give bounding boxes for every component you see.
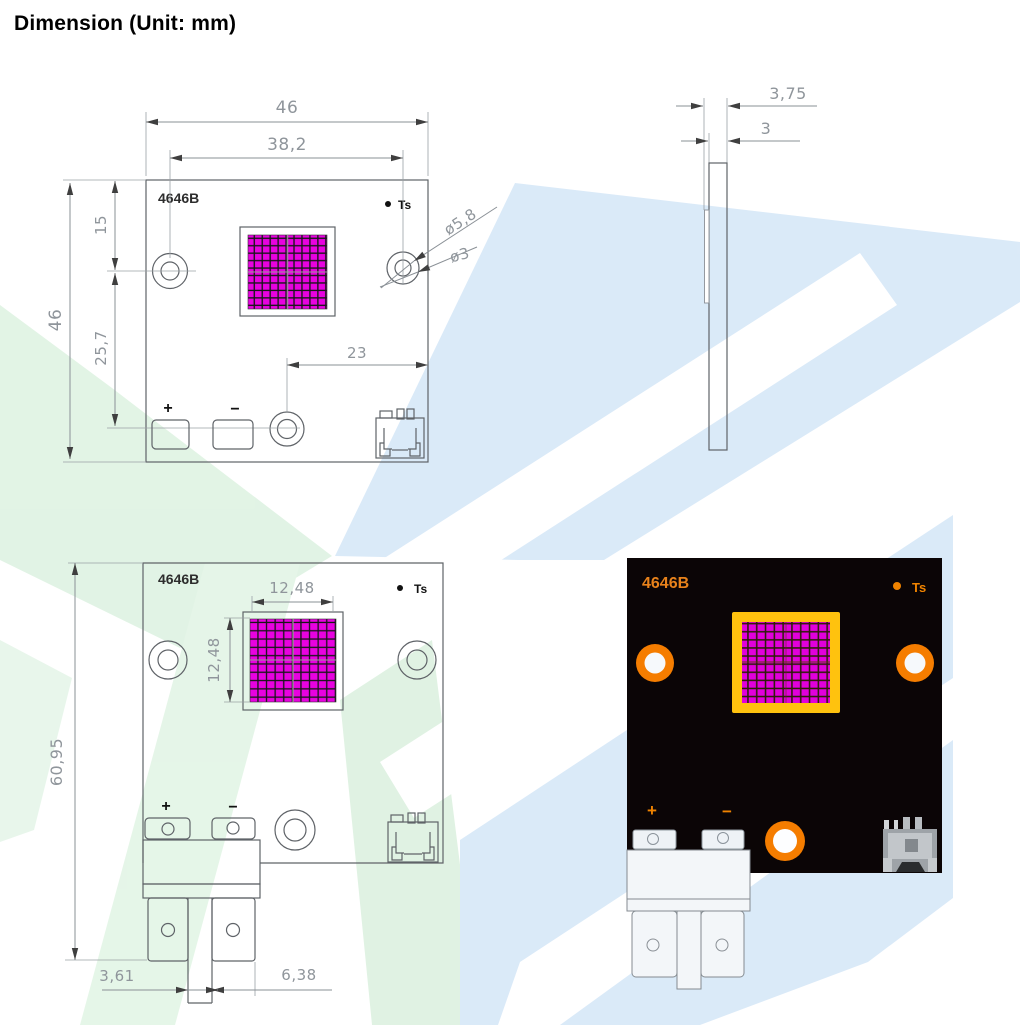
terminal-tab-negative xyxy=(211,817,256,840)
photo-view: 4646B Ts + − xyxy=(626,558,942,990)
dim-total-thickness: 3,75 xyxy=(676,84,817,110)
svg-text:25,7: 25,7 xyxy=(92,330,110,365)
page-title: Dimension (Unit: mm) xyxy=(14,12,237,35)
dim-pad-hole-offset: 23 xyxy=(286,344,429,412)
dim-board-height: 46 xyxy=(46,179,146,463)
terminal-leg-right xyxy=(211,897,256,962)
svg-text:3,75: 3,75 xyxy=(769,84,807,103)
plus-label: + xyxy=(163,400,172,417)
terminal-leg-left xyxy=(631,910,678,978)
terminal-tab-positive xyxy=(144,817,191,840)
svg-text:12,48: 12,48 xyxy=(269,579,314,597)
plus-label: + xyxy=(647,801,657,820)
minus-label: − xyxy=(230,401,239,418)
board-label: 4646B xyxy=(642,575,689,592)
board-section xyxy=(708,162,728,451)
board-outline xyxy=(142,562,444,864)
minus-label: − xyxy=(722,802,732,821)
dim-hole-spacing: 38,2 xyxy=(169,135,404,285)
front-view-top: 4646B Ts + − xyxy=(46,98,498,463)
mount-hole-right xyxy=(896,644,934,682)
dim-hole-to-pads: 25,7 xyxy=(92,272,119,427)
dim-tab-width: 6,38 xyxy=(281,966,316,984)
minus-label: − xyxy=(228,799,237,816)
dim-tab-gap: 3,61 xyxy=(99,967,134,985)
mount-hole-bottom xyxy=(274,809,316,851)
dim-tab-gap-and-width: 3,61 6,38 xyxy=(99,962,332,996)
ts-dot xyxy=(893,582,901,590)
led-emitter xyxy=(732,612,840,713)
pad-positive xyxy=(151,419,190,450)
terminal-block xyxy=(626,849,751,990)
dim-board-width: 46 xyxy=(145,98,429,176)
led-emitter xyxy=(242,611,344,711)
plus-label: + xyxy=(161,798,170,815)
terminal-tab-positive xyxy=(632,829,677,850)
terminal-leg-left xyxy=(147,897,189,962)
dim-hole-offset-top: 15 xyxy=(92,180,119,271)
connector xyxy=(883,817,937,872)
dim-led-height: 12,48 xyxy=(205,617,250,703)
led-emitter xyxy=(239,226,336,317)
connector-footprint xyxy=(375,408,425,459)
mount-hole-bottom xyxy=(765,821,805,861)
ts-label: Ts xyxy=(912,580,926,595)
connector-footprint xyxy=(387,812,439,863)
mount-hole-bottom xyxy=(269,411,305,447)
ts-label: Ts xyxy=(414,582,427,596)
svg-text:60,95: 60,95 xyxy=(47,738,66,786)
ts-label: Ts xyxy=(398,198,411,212)
svg-text:3: 3 xyxy=(761,119,772,138)
mount-hole-right xyxy=(397,640,437,680)
svg-text:12,48: 12,48 xyxy=(205,637,223,682)
svg-text:46: 46 xyxy=(276,98,299,118)
front-view-bottom: 4646B Ts 12,48 12,48 xyxy=(47,562,444,1004)
svg-text:38,2: 38,2 xyxy=(267,135,307,155)
dim-hole-outer: ø5,8 xyxy=(441,205,480,239)
ts-dot xyxy=(397,585,403,591)
svg-text:15: 15 xyxy=(92,215,110,235)
dim-hole-inner: ø3 xyxy=(448,244,472,266)
svg-text:23: 23 xyxy=(347,344,367,362)
board-label: 4646B xyxy=(158,571,199,587)
svg-text:46: 46 xyxy=(46,309,66,332)
led-side-profile xyxy=(704,209,710,304)
mount-hole-left xyxy=(636,644,674,682)
dim-led-width: 12,48 xyxy=(251,579,334,613)
board-outline xyxy=(145,179,429,463)
side-view: 3,75 3 xyxy=(676,84,817,451)
pad-negative xyxy=(212,419,254,450)
terminal-tab-negative xyxy=(701,829,745,850)
dim-board-thickness: 3 xyxy=(681,119,800,145)
pcb-board xyxy=(627,558,942,873)
terminal-leg-right xyxy=(700,910,745,978)
ts-dot xyxy=(385,201,391,207)
mount-hole-left xyxy=(148,640,188,680)
dim-total-height: 60,95 xyxy=(47,562,147,961)
terminal-block xyxy=(142,839,261,1004)
board-label: 4646B xyxy=(158,190,199,206)
